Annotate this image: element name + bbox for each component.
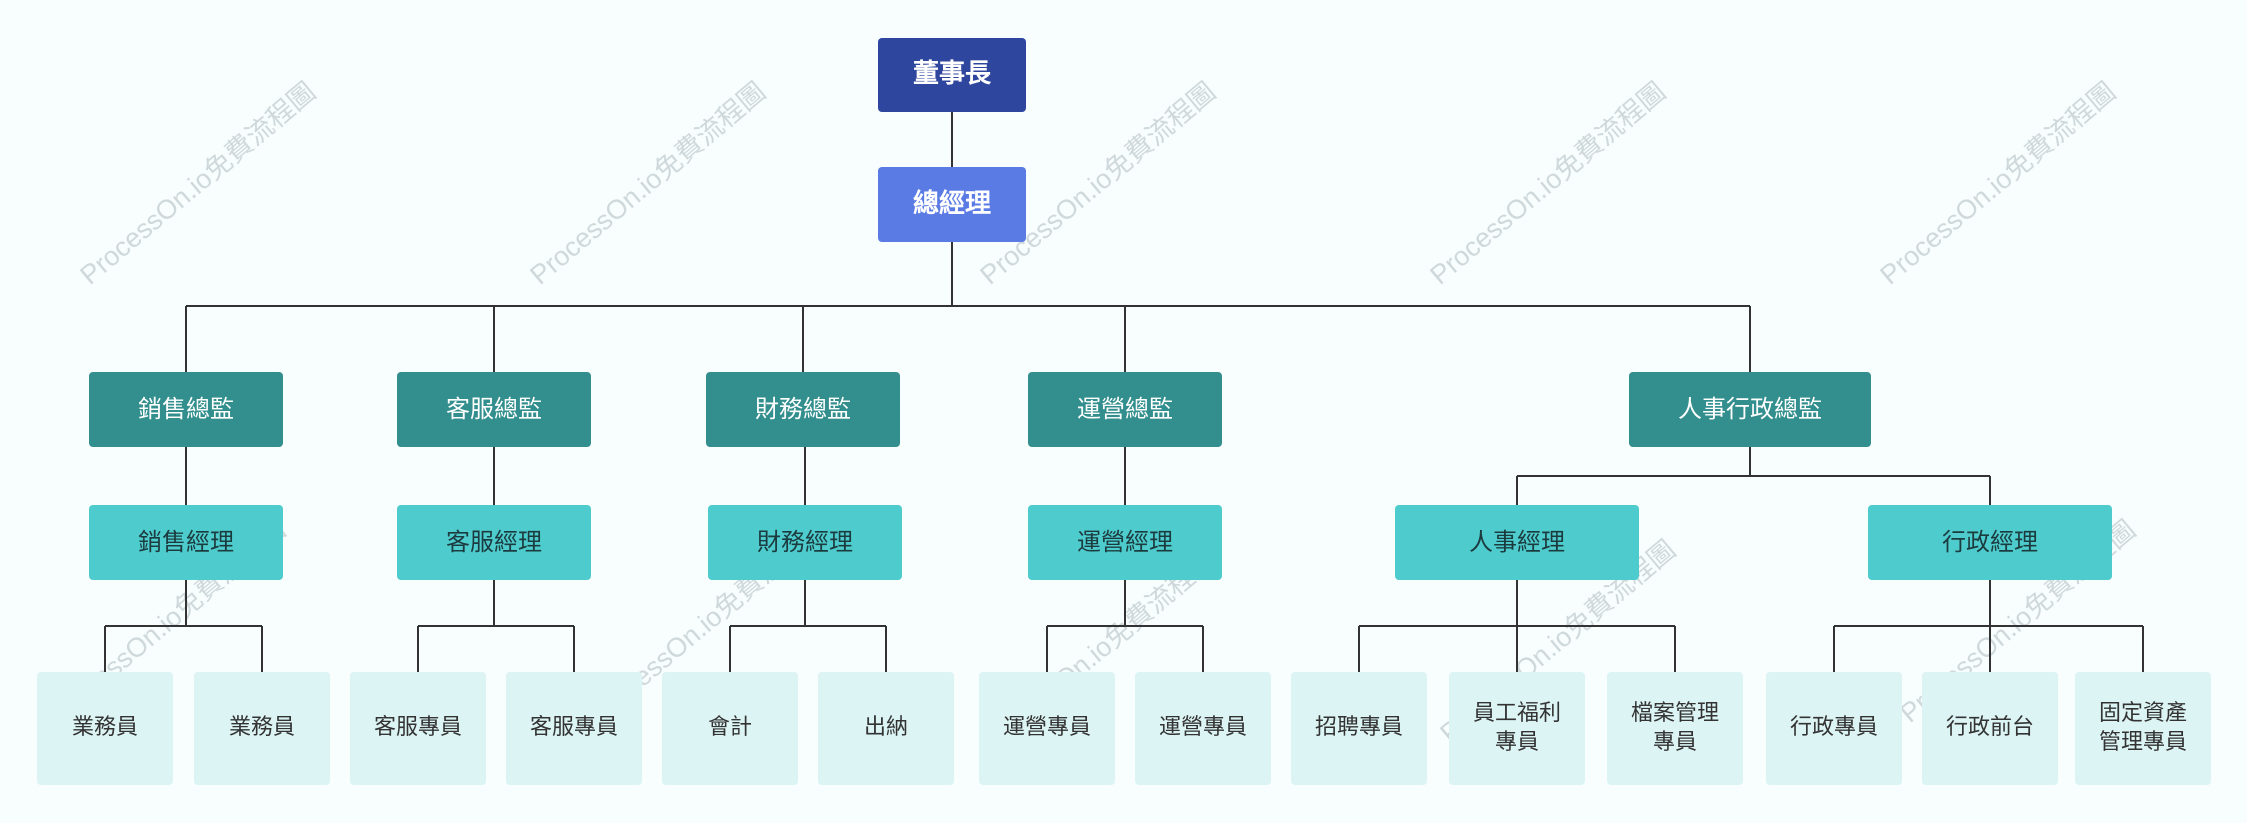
connector-to-staff xyxy=(1358,626,1360,672)
staff-node: 業務員 xyxy=(37,672,173,785)
staff-node: 行政專員 xyxy=(1766,672,1902,785)
manager-node: 財務經理 xyxy=(708,505,902,580)
staff-node: 運營專員 xyxy=(1135,672,1271,785)
staff-node: 檔案管理專員 xyxy=(1607,672,1743,785)
manager-node: 行政經理 xyxy=(1868,505,2112,580)
staff-node: 行政前台 xyxy=(1922,672,2058,785)
connector-to-staff xyxy=(1833,626,1835,672)
connector-to-staff xyxy=(885,626,887,672)
connector-staff-bus xyxy=(730,625,886,627)
connector-to-staff xyxy=(1046,626,1048,672)
connector-to-manager xyxy=(1516,476,1518,505)
connector-to-staff xyxy=(261,626,263,672)
director-node: 人事行政總監 xyxy=(1629,372,1871,447)
connector-manager-down xyxy=(1516,580,1518,626)
watermark-2: ProcessOn.io免費流程圖 xyxy=(524,76,772,291)
connector-director-down xyxy=(1749,447,1751,476)
connector-to-director xyxy=(1124,306,1126,372)
connector-director-bus xyxy=(186,305,1750,307)
connector-to-manager xyxy=(804,447,806,505)
staff-node: 員工福利專員 xyxy=(1449,672,1585,785)
connector-to-director xyxy=(185,306,187,372)
manager-node: 客服經理 xyxy=(397,505,591,580)
manager-node: 運營經理 xyxy=(1028,505,1222,580)
staff-node: 出納 xyxy=(818,672,954,785)
staff-node: 業務員 xyxy=(194,672,330,785)
connector-to-manager xyxy=(1989,476,1991,505)
connector-staff-bus xyxy=(1834,625,2143,627)
connector-gm-bus xyxy=(951,242,953,306)
connector-chairman-gm xyxy=(951,112,953,167)
watermark-4: ProcessOn.io免費流程圖 xyxy=(1424,76,1672,291)
staff-node: 會計 xyxy=(662,672,798,785)
connector-to-staff xyxy=(1202,626,1204,672)
connector-to-staff xyxy=(1674,626,1676,672)
connector-to-manager xyxy=(1124,447,1126,505)
connector-to-director xyxy=(802,306,804,372)
connector-staff-bus xyxy=(418,625,574,627)
director-node: 財務總監 xyxy=(706,372,900,447)
director-node: 銷售總監 xyxy=(89,372,283,447)
watermark-1: ProcessOn.io免費流程圖 xyxy=(74,76,322,291)
staff-node: 客服專員 xyxy=(506,672,642,785)
manager-node: 人事經理 xyxy=(1395,505,1639,580)
connector-to-staff xyxy=(1516,626,1518,672)
connector-manager-down xyxy=(493,580,495,626)
connector-manager-down xyxy=(804,580,806,626)
connector-to-manager xyxy=(185,447,187,505)
connector-to-staff xyxy=(417,626,419,672)
connector-to-staff xyxy=(729,626,731,672)
connector-manager-down xyxy=(1124,580,1126,626)
connector-to-staff xyxy=(573,626,575,672)
connector-staff-bus xyxy=(105,625,262,627)
connector-to-manager xyxy=(493,447,495,505)
connector-manager-bus xyxy=(1517,475,1990,477)
connector-to-director xyxy=(1749,306,1751,372)
connector-manager-down xyxy=(1989,580,1991,626)
connector-manager-down xyxy=(185,580,187,626)
director-node: 運營總監 xyxy=(1028,372,1222,447)
connector-staff-bus xyxy=(1047,625,1203,627)
general-manager-node: 總經理 xyxy=(878,167,1026,242)
connector-to-staff xyxy=(104,626,106,672)
staff-node: 客服專員 xyxy=(350,672,486,785)
director-node: 客服總監 xyxy=(397,372,591,447)
manager-node: 銷售經理 xyxy=(89,505,283,580)
connector-to-staff xyxy=(1989,626,1991,672)
staff-node: 固定資產管理專員 xyxy=(2075,672,2211,785)
connector-to-director xyxy=(493,306,495,372)
connector-to-staff xyxy=(2142,626,2144,672)
chairman-node: 董事長 xyxy=(878,38,1026,112)
watermark-5: ProcessOn.io免費流程圖 xyxy=(1874,76,2122,291)
staff-node: 運營專員 xyxy=(979,672,1115,785)
staff-node: 招聘專員 xyxy=(1291,672,1427,785)
